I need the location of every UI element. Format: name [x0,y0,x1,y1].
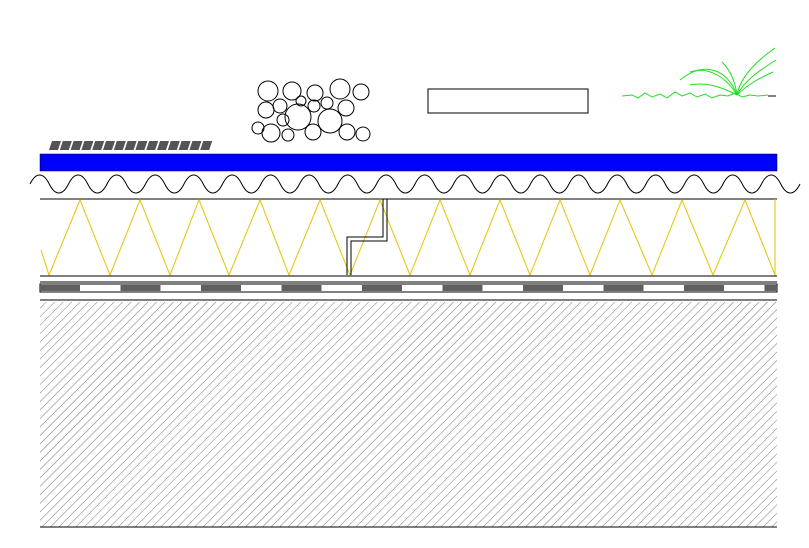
barrier-segment [281,285,322,291]
gravel-stone [320,96,334,110]
barrier-segment [120,285,161,291]
gravel-stone [352,83,370,101]
gravel-stone [281,128,295,142]
gravel-stone [284,103,312,131]
gravel-stone [307,99,321,113]
thermal-insulation [40,198,776,277]
gravel-stone [295,95,307,107]
grass-blade [736,71,774,96]
tile [189,141,202,150]
ground-line [621,91,769,99]
barrier-segment [362,285,402,291]
tile [113,141,126,150]
barrier-segment [603,285,644,291]
barrier-segment [523,285,563,291]
gravel-stone [257,80,279,102]
barrier-segment [201,285,241,291]
vegetation [621,47,777,99]
drainage-sheet [29,174,801,194]
tile [157,141,169,150]
gravel-ballast [251,78,371,143]
gravel-stone [317,108,343,134]
grass-blade [736,59,777,96]
gravel-stone [337,99,355,117]
tile [81,141,94,150]
vapour-barrier [39,283,778,293]
tile [167,141,180,150]
gravel-stone [261,123,281,143]
grass-blade [736,47,776,96]
gravel-stone [272,98,288,114]
tile [124,141,137,150]
grass-blade [689,83,738,96]
tile [92,141,105,150]
barrier-segment [442,285,483,291]
waterproof-membrane [39,153,778,172]
gravel-stone [338,123,356,141]
gravel-stone [282,81,302,101]
tile [59,141,72,150]
paving-slab [427,88,589,114]
gravel-stone [306,84,324,102]
tile [49,141,61,150]
grass-blade [679,68,738,96]
gravel-stone [329,78,351,100]
tile [146,141,159,150]
gravel-stone [355,126,371,142]
grass-blade [721,61,738,96]
tile [70,141,83,150]
tile [103,141,115,150]
gravel-stone [304,123,322,141]
insulation-joint [346,199,388,275]
barrier-segment [40,285,80,291]
barrier-segment [764,285,777,291]
tile [135,141,148,150]
tile-pavers [49,141,213,150]
tile [200,141,213,150]
gravel-stone [276,113,290,127]
concrete-slab [40,302,777,527]
gravel-stone [257,101,275,119]
tile [178,141,191,150]
barrier-segment [684,285,724,291]
